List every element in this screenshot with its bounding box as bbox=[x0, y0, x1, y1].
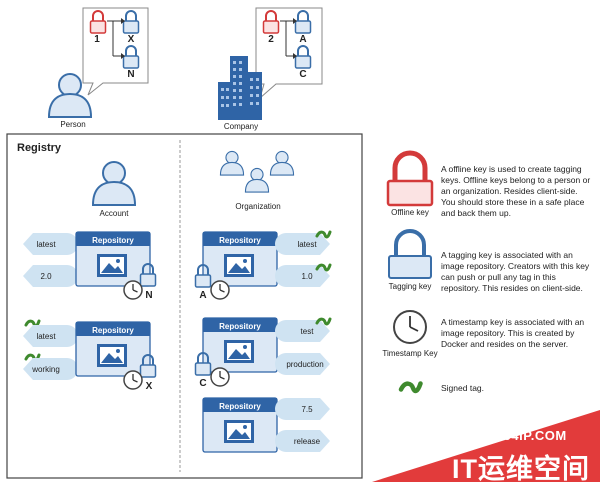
legend-signed-tag-icon bbox=[401, 384, 421, 391]
legend-tagging-key-icon bbox=[388, 229, 432, 279]
person-label: Person bbox=[60, 120, 85, 129]
account-repo2-tag-1: latest bbox=[36, 332, 56, 341]
watermark-name: IT运维空间 bbox=[452, 454, 590, 484]
org-repo2-title: Repository bbox=[219, 322, 261, 331]
account-repo1-tag-1: latest bbox=[36, 240, 56, 249]
person-tagging-key-label-x: X bbox=[128, 34, 135, 45]
legend-tagging-key-label: Tagging key bbox=[389, 282, 432, 291]
account-label: Account bbox=[100, 209, 130, 218]
org-repo3-title: Repository bbox=[219, 402, 261, 411]
watermark-url: WWW.94IP.COM bbox=[462, 428, 567, 443]
legend-offline-key-label: Offline key bbox=[391, 208, 429, 217]
org-repo1-tag-1: latest bbox=[297, 240, 317, 249]
person-offline-key-label: 1 bbox=[94, 34, 100, 45]
account-repo1-key-label: N bbox=[145, 290, 152, 301]
org-repo3-tag-1: 7.5 bbox=[301, 405, 313, 414]
legend-timestamp-key-description: A timestamp key is associated with an im… bbox=[441, 317, 585, 349]
company-label: Company bbox=[224, 122, 258, 131]
legend-offline-key-icon bbox=[386, 150, 434, 207]
account-repo2-key-label: X bbox=[146, 381, 153, 392]
legend-offline-key-description: A offline key is used to create tagging … bbox=[441, 164, 591, 218]
account-repo1-title: Repository bbox=[92, 236, 134, 245]
org-repo1-title: Repository bbox=[219, 236, 261, 245]
org-repo1-timestamp-clock-icon bbox=[210, 280, 230, 300]
account-repo2-title: Repository bbox=[92, 326, 134, 335]
legend-timestamp-key-label: Timestamp Key bbox=[382, 349, 437, 358]
account-repo1-timestamp-clock-icon bbox=[123, 280, 143, 300]
legend-tagging-key-description: A tagging key is associated with an imag… bbox=[441, 250, 590, 293]
watermark-band bbox=[372, 410, 600, 482]
org-repo2-tag-2: production bbox=[286, 360, 323, 369]
account-repo2-timestamp-clock-icon bbox=[123, 370, 143, 390]
company-key-hierarchy bbox=[262, 10, 312, 69]
legend-signed-tag-description: Signed tag. bbox=[441, 383, 485, 393]
org-repo1-key-label: A bbox=[199, 290, 206, 301]
legend-timestamp-key-icon bbox=[393, 310, 427, 344]
registry-title: Registry bbox=[17, 142, 62, 154]
company-building-icon bbox=[218, 56, 262, 120]
registry-frame bbox=[6, 133, 363, 479]
org-repo2-timestamp-clock-icon bbox=[210, 367, 230, 387]
org-repo1-tag-2: 1.0 bbox=[301, 272, 313, 281]
organization-label: Organization bbox=[235, 202, 280, 211]
account-repo2-tag-2: working bbox=[31, 365, 60, 374]
org-repo3-tag-2: release bbox=[294, 437, 321, 446]
company-offline-key-label: 2 bbox=[268, 34, 274, 45]
org-repo2-key-label: C bbox=[199, 378, 206, 389]
company-tagging-key-label-a: A bbox=[299, 34, 306, 45]
account-repo1-tag-2: 2.0 bbox=[40, 272, 52, 281]
org-repo2-tag-1: test bbox=[301, 327, 315, 336]
company-tagging-key-label-c: C bbox=[299, 69, 306, 80]
person-key-hierarchy bbox=[89, 10, 140, 69]
person-tagging-key-label-n: N bbox=[127, 69, 134, 80]
